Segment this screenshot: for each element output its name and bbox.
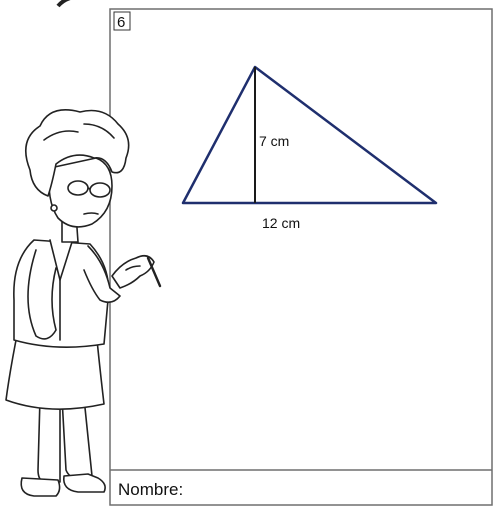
glasses-icon	[67, 180, 89, 196]
teacher-hands	[111, 254, 155, 289]
teacher-shoes	[20, 477, 61, 497]
problem-number: 6	[117, 14, 125, 31]
teacher-illustration	[5, 109, 162, 497]
base-label: 12 cm	[262, 215, 300, 231]
problem-number-box	[113, 11, 131, 31]
worksheet-card	[109, 8, 493, 506]
triangle	[181, 65, 438, 205]
height-label: 7 cm	[259, 133, 289, 149]
corner-badge-arc	[56, 0, 71, 8]
teacher-legs	[37, 397, 61, 483]
teacher-skirt	[5, 329, 105, 410]
name-label: Nombre:	[118, 480, 183, 499]
pen-icon	[146, 256, 162, 288]
